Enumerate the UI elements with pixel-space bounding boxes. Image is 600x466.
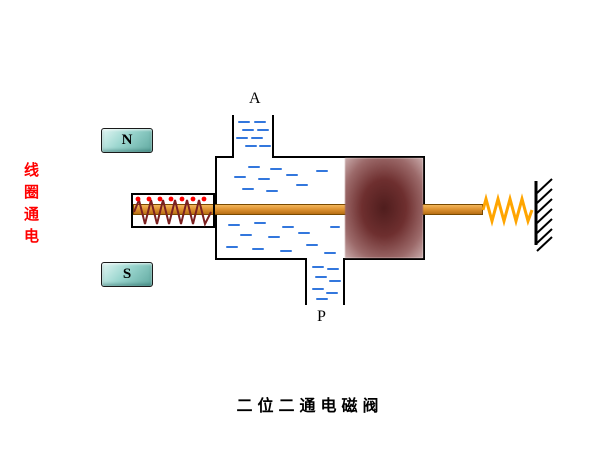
solenoid-coil-box: [131, 193, 215, 228]
port-p-opening: [307, 258, 343, 260]
port-a-label: A: [249, 90, 261, 107]
port-p-channel: [305, 258, 345, 305]
port-a-channel: [232, 115, 274, 158]
magnet-south: S: [101, 262, 153, 287]
diagram-title: 二位二通电磁阀: [236, 398, 384, 415]
valve-spool: [345, 158, 423, 258]
magnet-north: N: [101, 128, 153, 153]
return-spring: [481, 193, 534, 227]
port-a-opening: [234, 156, 272, 158]
fixed-wall: [534, 178, 553, 252]
port-p-label: P: [317, 308, 326, 325]
coil-energized-label: 线圈通电: [22, 162, 39, 250]
